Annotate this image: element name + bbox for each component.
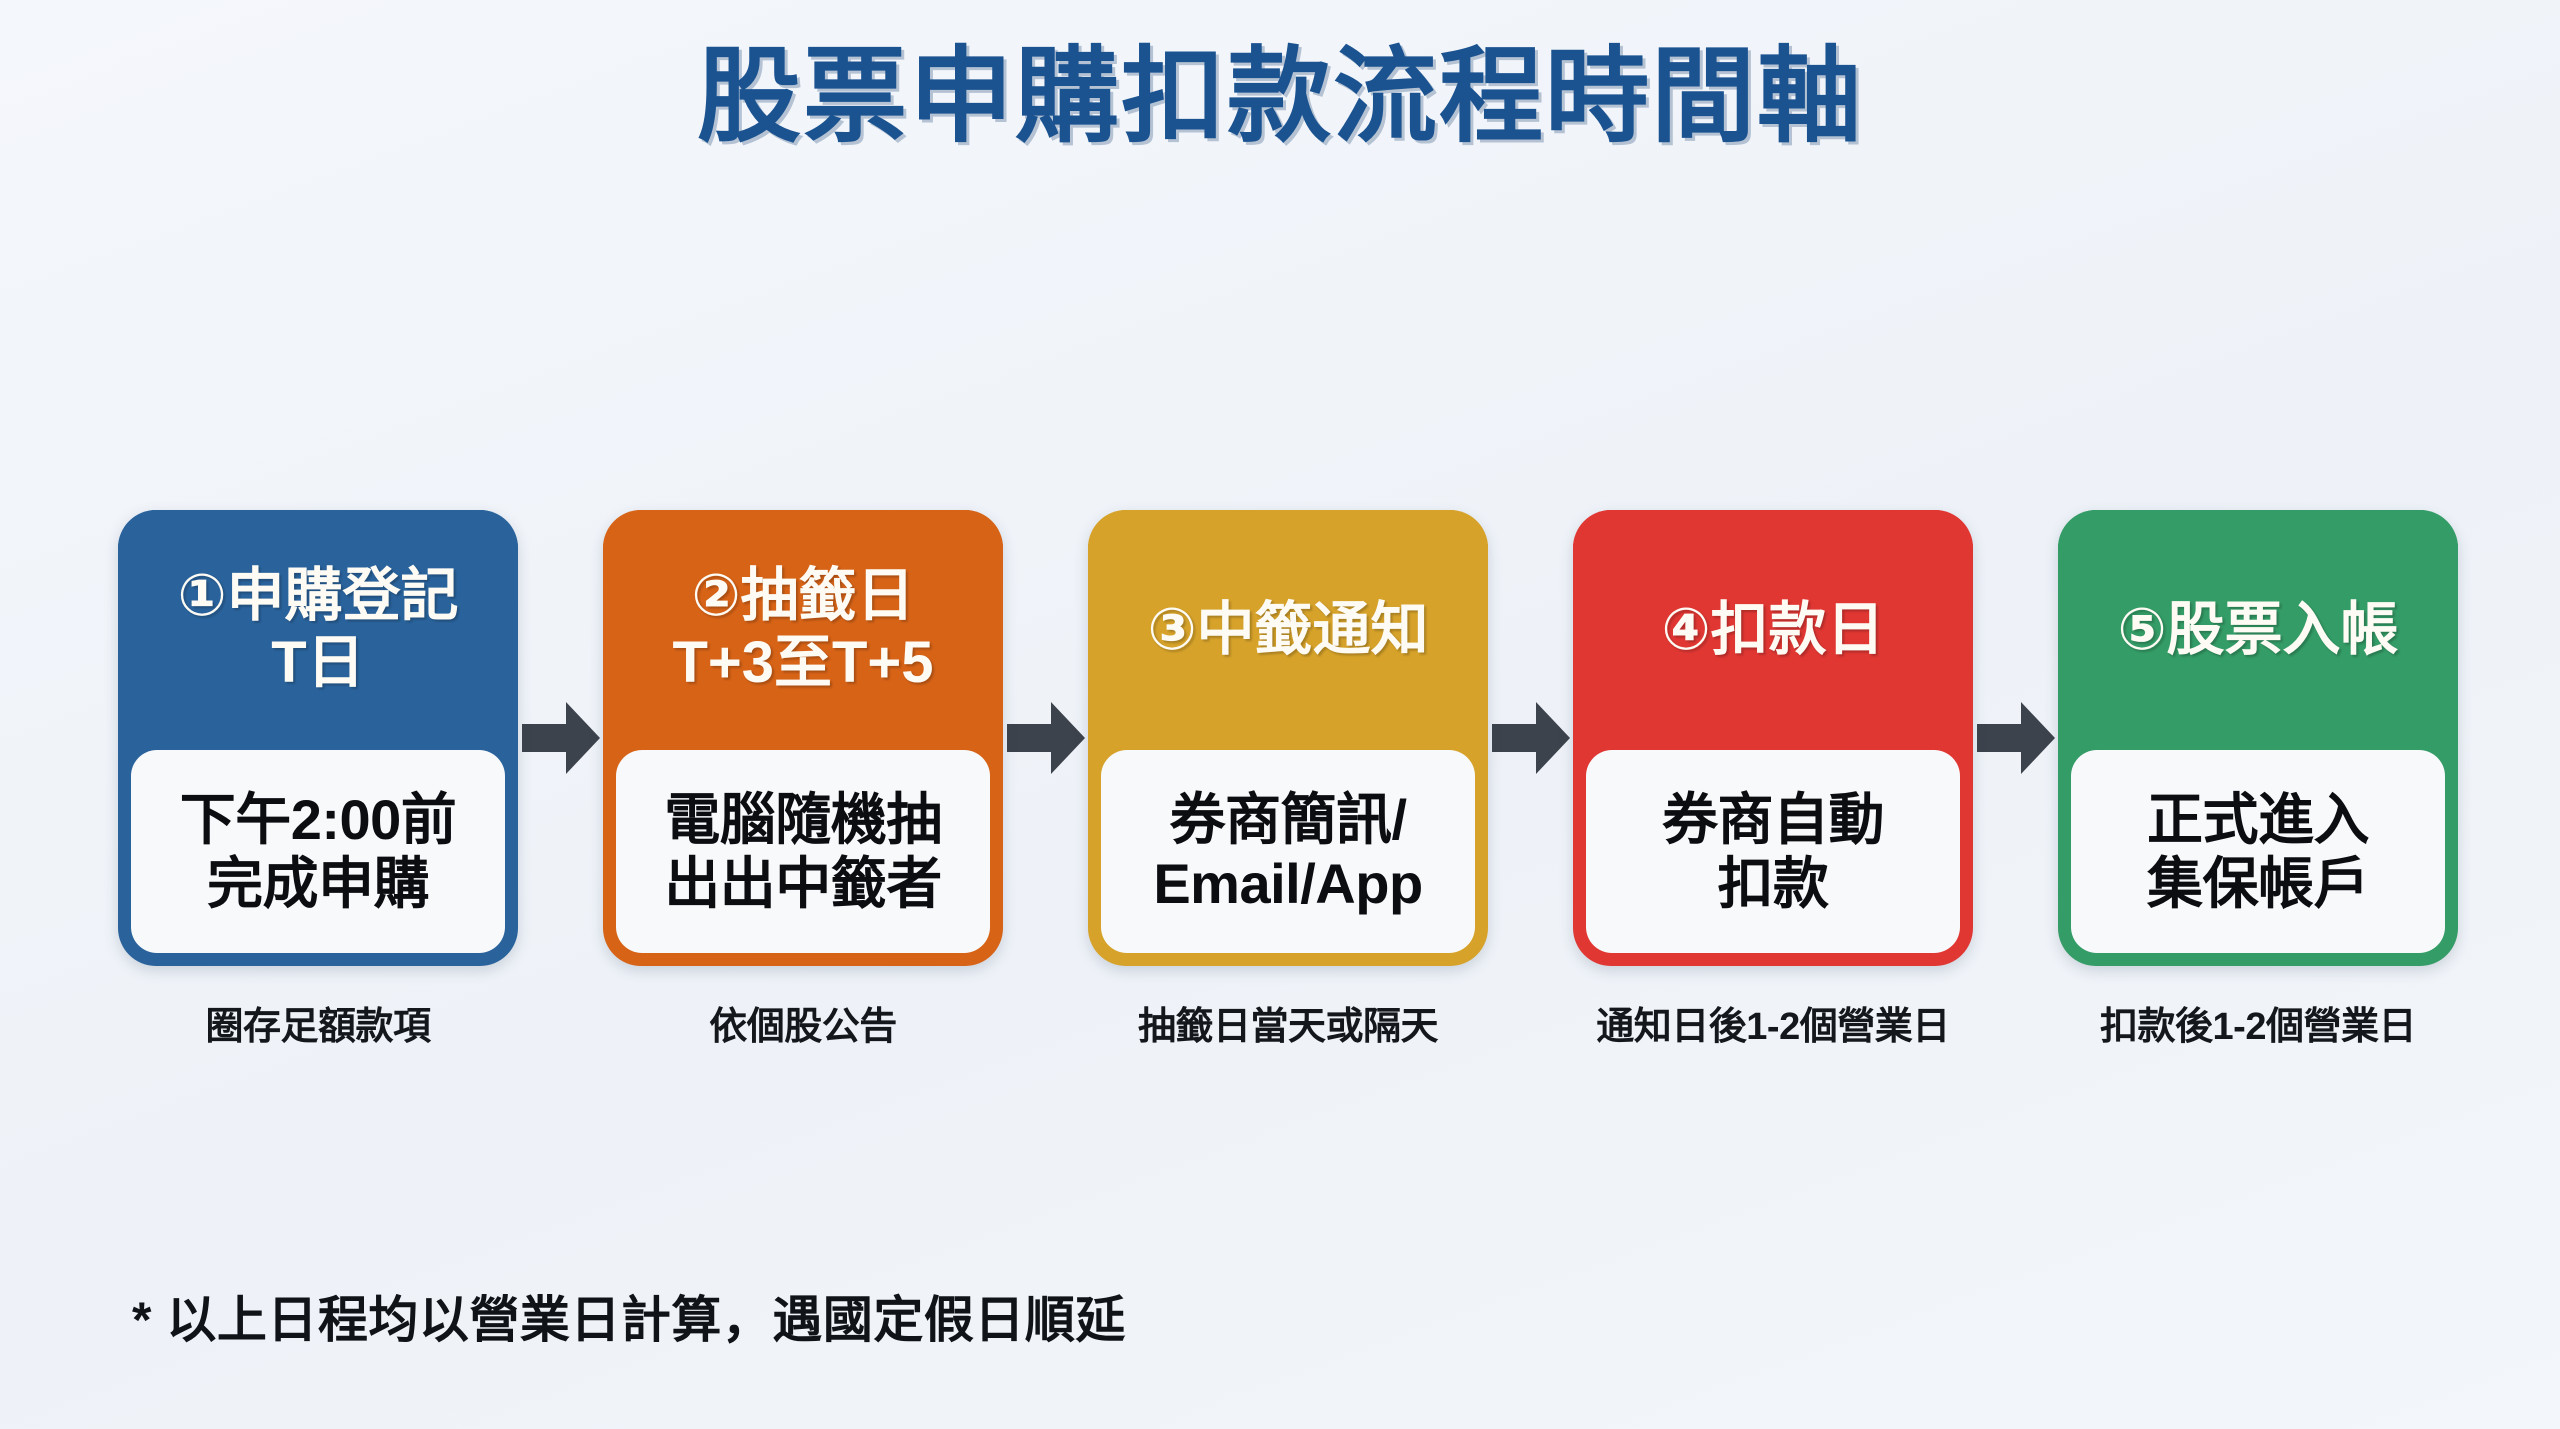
step-5-caption: 扣款後1-2個營業日 bbox=[2100, 1006, 2416, 1048]
arrow-right-icon bbox=[1973, 700, 2058, 776]
step-4-header-line1: ④扣款日 bbox=[1661, 596, 1885, 662]
step-card-5[interactable]: ⑤股票入帳正式進入集保帳戶 bbox=[2058, 510, 2458, 966]
step-3-body-line2: Email/App bbox=[1153, 851, 1423, 915]
step-4-body-line1: 券商自動 bbox=[1662, 787, 1885, 851]
step-3-caption: 抽籤日當天或隔天 bbox=[1137, 1006, 1439, 1048]
timeline-captions: 圈存足額款項 依個股公告 抽籤日當天或隔天 通知日後1-2個營業日 扣款後1-2個營業日 bbox=[118, 995, 2458, 1050]
caption-spacer bbox=[518, 995, 603, 1050]
step-3-body-line1: 券商簡訊/ bbox=[1169, 787, 1407, 851]
arrow-right-icon bbox=[518, 700, 603, 776]
caption-spacer bbox=[1973, 995, 2058, 1050]
step-2-body-line1: 電腦隨機抽 bbox=[664, 787, 942, 851]
footnote-text: * 以上日程均以營業日計算，遇國定假日順延 bbox=[132, 1292, 1126, 1348]
step-2-header-line2: T+3至T+5 bbox=[672, 630, 934, 695]
step-1-body-line2: 完成申購 bbox=[207, 851, 430, 915]
step-5-header: ⑤股票入帳 bbox=[2058, 510, 2458, 750]
page-title: 股票申購扣款流程時間軸 bbox=[696, 39, 1863, 155]
arrow-right-icon bbox=[1488, 700, 1573, 776]
caption-spacer bbox=[1488, 995, 1573, 1050]
step-5-body-line2: 集保帳戶 bbox=[2147, 851, 2370, 915]
step-card-3[interactable]: ③中籤通知券商簡訊/Email/App bbox=[1088, 510, 1488, 966]
step-4-body: 券商自動扣款 bbox=[1586, 750, 1960, 953]
step-4-caption: 通知日後1-2個營業日 bbox=[1596, 1006, 1950, 1048]
step-1-header-line2: T日 bbox=[271, 630, 365, 695]
step-1-header-line1: ①申購登記 bbox=[177, 563, 459, 629]
step-1-caption: 圈存足額款項 bbox=[205, 1006, 431, 1048]
step-1-body: 下午2:00前完成申購 bbox=[131, 750, 505, 953]
step-3-header: ③中籤通知 bbox=[1088, 510, 1488, 750]
step-card-4[interactable]: ④扣款日券商自動扣款 bbox=[1573, 510, 1973, 966]
step-1-body-line1: 下午2:00前 bbox=[179, 787, 457, 851]
step-2-header-line1: ②抽籤日 bbox=[691, 563, 915, 629]
step-3-body: 券商簡訊/Email/App bbox=[1101, 750, 1475, 953]
step-4-body-line2: 扣款 bbox=[1717, 851, 1830, 915]
step-3-header-line1: ③中籤通知 bbox=[1147, 596, 1429, 662]
arrow-right-icon bbox=[1003, 700, 1088, 776]
step-2-caption: 依個股公告 bbox=[709, 1006, 897, 1048]
step-5-body: 正式進入集保帳戶 bbox=[2071, 750, 2445, 953]
step-5-header-line1: ⑤股票入帳 bbox=[2117, 596, 2399, 662]
step-4-header: ④扣款日 bbox=[1573, 510, 1973, 750]
step-2-body: 電腦隨機抽出出中籤者 bbox=[616, 750, 990, 953]
caption-spacer bbox=[1003, 995, 1088, 1050]
step-5-body-line1: 正式進入 bbox=[2147, 787, 2370, 851]
step-2-body-line2: 出出中籤者 bbox=[664, 851, 942, 915]
